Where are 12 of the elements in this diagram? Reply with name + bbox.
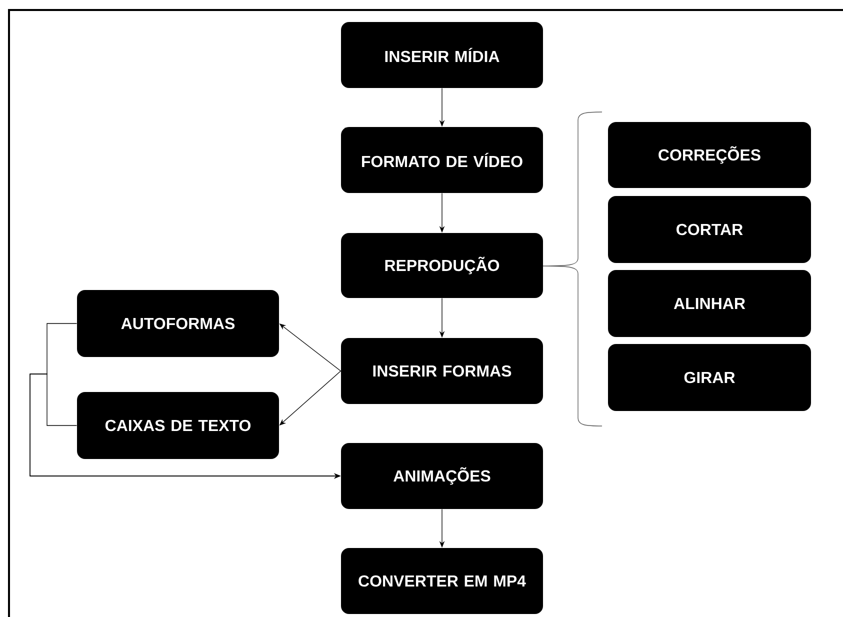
process-box: FORMATO DE VÍDEO xyxy=(341,127,543,193)
process-box: CAIXAS DE TEXTO xyxy=(77,392,279,459)
process-box: REPRODUÇÃO xyxy=(341,233,543,298)
process-box: AUTOFORMAS xyxy=(77,290,279,357)
process-box: CONVERTER EM MP4 xyxy=(341,548,543,614)
process-box: CORREÇÕES xyxy=(608,122,811,188)
process-box: INSERIR FORMAS xyxy=(341,338,543,404)
process-box: CORTAR xyxy=(608,196,811,263)
process-box: ALINHAR xyxy=(608,270,811,337)
process-box: INSERIR MÍDIA xyxy=(341,22,543,88)
process-box: ANIMAÇÕES xyxy=(341,443,543,509)
process-box: GIRAR xyxy=(608,344,811,411)
